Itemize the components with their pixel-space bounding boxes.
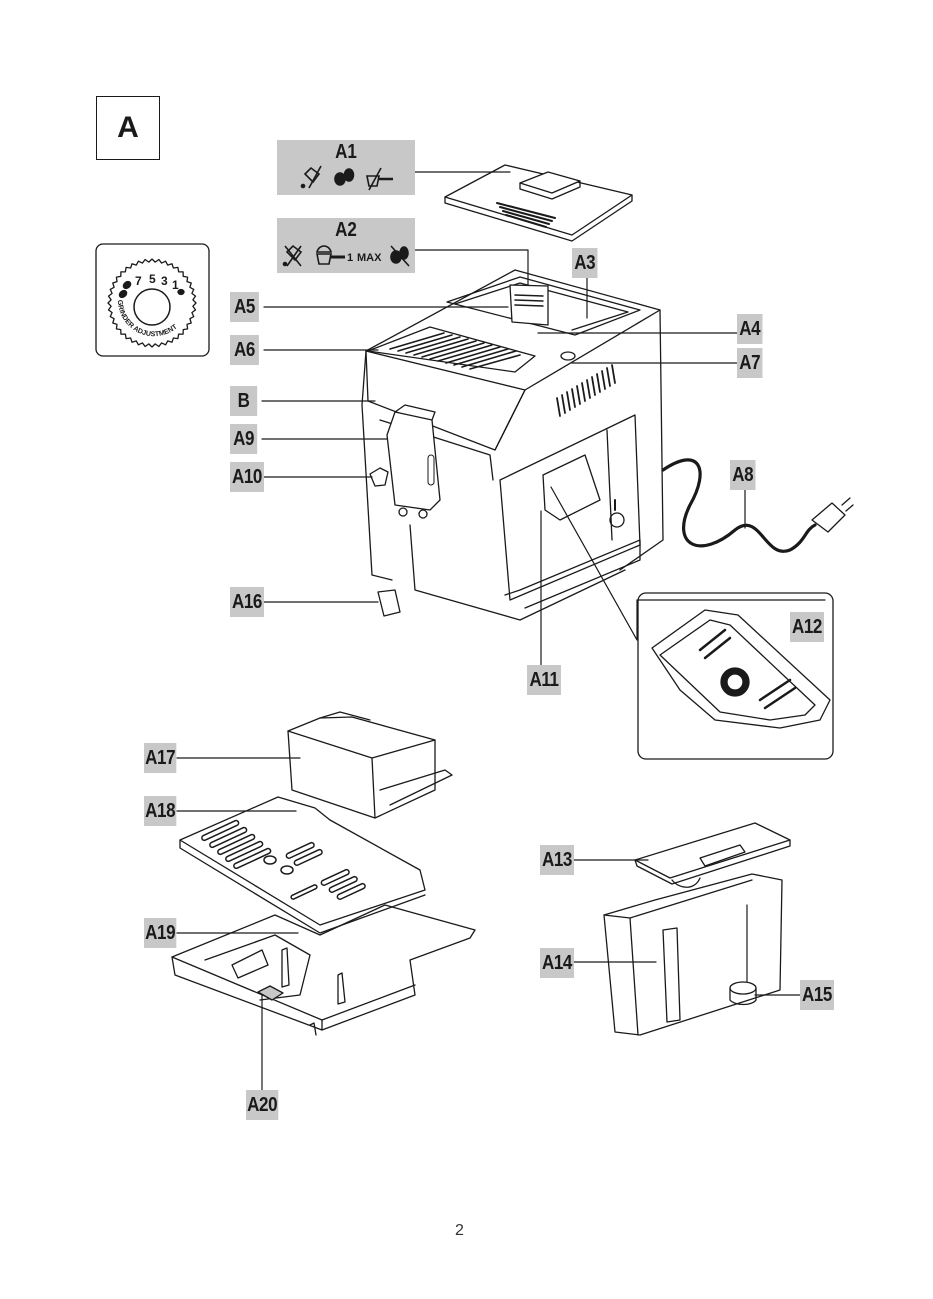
- grinder-coarse-bean-icon: [122, 280, 132, 290]
- leader-a12: [550, 486, 826, 641]
- scoop-max-label: MAX: [357, 252, 382, 264]
- callout-a7: A7: [737, 348, 763, 378]
- grounds-container: [287, 711, 453, 819]
- coffee-beans-icon: [334, 168, 355, 186]
- water-tank: [603, 873, 783, 1036]
- page-number: 2: [455, 1222, 464, 1239]
- side-vents: [556, 364, 616, 417]
- icon-panel-a1-title: A1: [335, 141, 357, 163]
- coffee-beans-crossed-icon: [282, 244, 303, 267]
- callout-a3: A3: [572, 248, 598, 278]
- bean-container-lid: [444, 164, 633, 242]
- callout-a15: A15: [800, 980, 834, 1010]
- callout-a9: A9: [230, 424, 258, 454]
- button-a7: [560, 351, 576, 361]
- callout-a5: A5: [230, 292, 259, 322]
- leader-a2: [414, 249, 529, 301]
- ground-coffee-crossed-icon: [300, 165, 322, 189]
- grinder-fine-bean-icon: [177, 288, 185, 296]
- power-plug: [811, 497, 854, 533]
- tank-filter-a15: [729, 981, 757, 995]
- icon-panel-a2: A2 1 MAX: [277, 218, 415, 273]
- callout-a16: A16: [230, 587, 264, 617]
- power-cord: [661, 458, 817, 553]
- callout-a17: A17: [144, 743, 177, 773]
- section-label: A: [117, 111, 139, 144]
- measuring-scoop-icon: [315, 245, 345, 265]
- coffee-beans-crossed-icon: [390, 245, 410, 267]
- scoop-count: 1: [347, 252, 353, 264]
- grinder-dial-center: [133, 288, 171, 326]
- callout-a6: A6: [230, 335, 259, 365]
- callout-a8: A8: [730, 460, 756, 490]
- section-label-box: A: [96, 96, 160, 160]
- coffee-machine-body: [361, 269, 664, 621]
- callout-a18: A18: [144, 796, 177, 826]
- measuring-scoop-crossed-icon: [366, 167, 393, 191]
- callout-a12: A12: [790, 612, 824, 642]
- brew-unit-inset: [637, 592, 834, 760]
- leader-lines: [176, 171, 826, 1091]
- drip-tray: [171, 904, 476, 1036]
- callout-b: B: [230, 386, 258, 416]
- grinder-dial-inset: [95, 243, 210, 357]
- drip-tray-grate: [179, 796, 426, 934]
- grinder-dial-serrated-edge: [107, 258, 197, 348]
- callout-a11: A11: [527, 665, 561, 695]
- callout-a20: A20: [246, 1090, 279, 1120]
- callout-a10: A10: [230, 462, 264, 492]
- float-indicator-a20: [257, 985, 284, 1001]
- callout-a4: A4: [737, 314, 763, 344]
- icon-panel-a1: A1: [277, 140, 415, 195]
- icon-panel-a2-title: A2: [335, 219, 357, 241]
- cup-warmer-grate-slots: [389, 332, 521, 370]
- callout-a13: A13: [540, 845, 574, 875]
- callout-a14: A14: [540, 948, 574, 978]
- callout-a19: A19: [144, 918, 177, 948]
- water-tank-lid: [634, 822, 791, 888]
